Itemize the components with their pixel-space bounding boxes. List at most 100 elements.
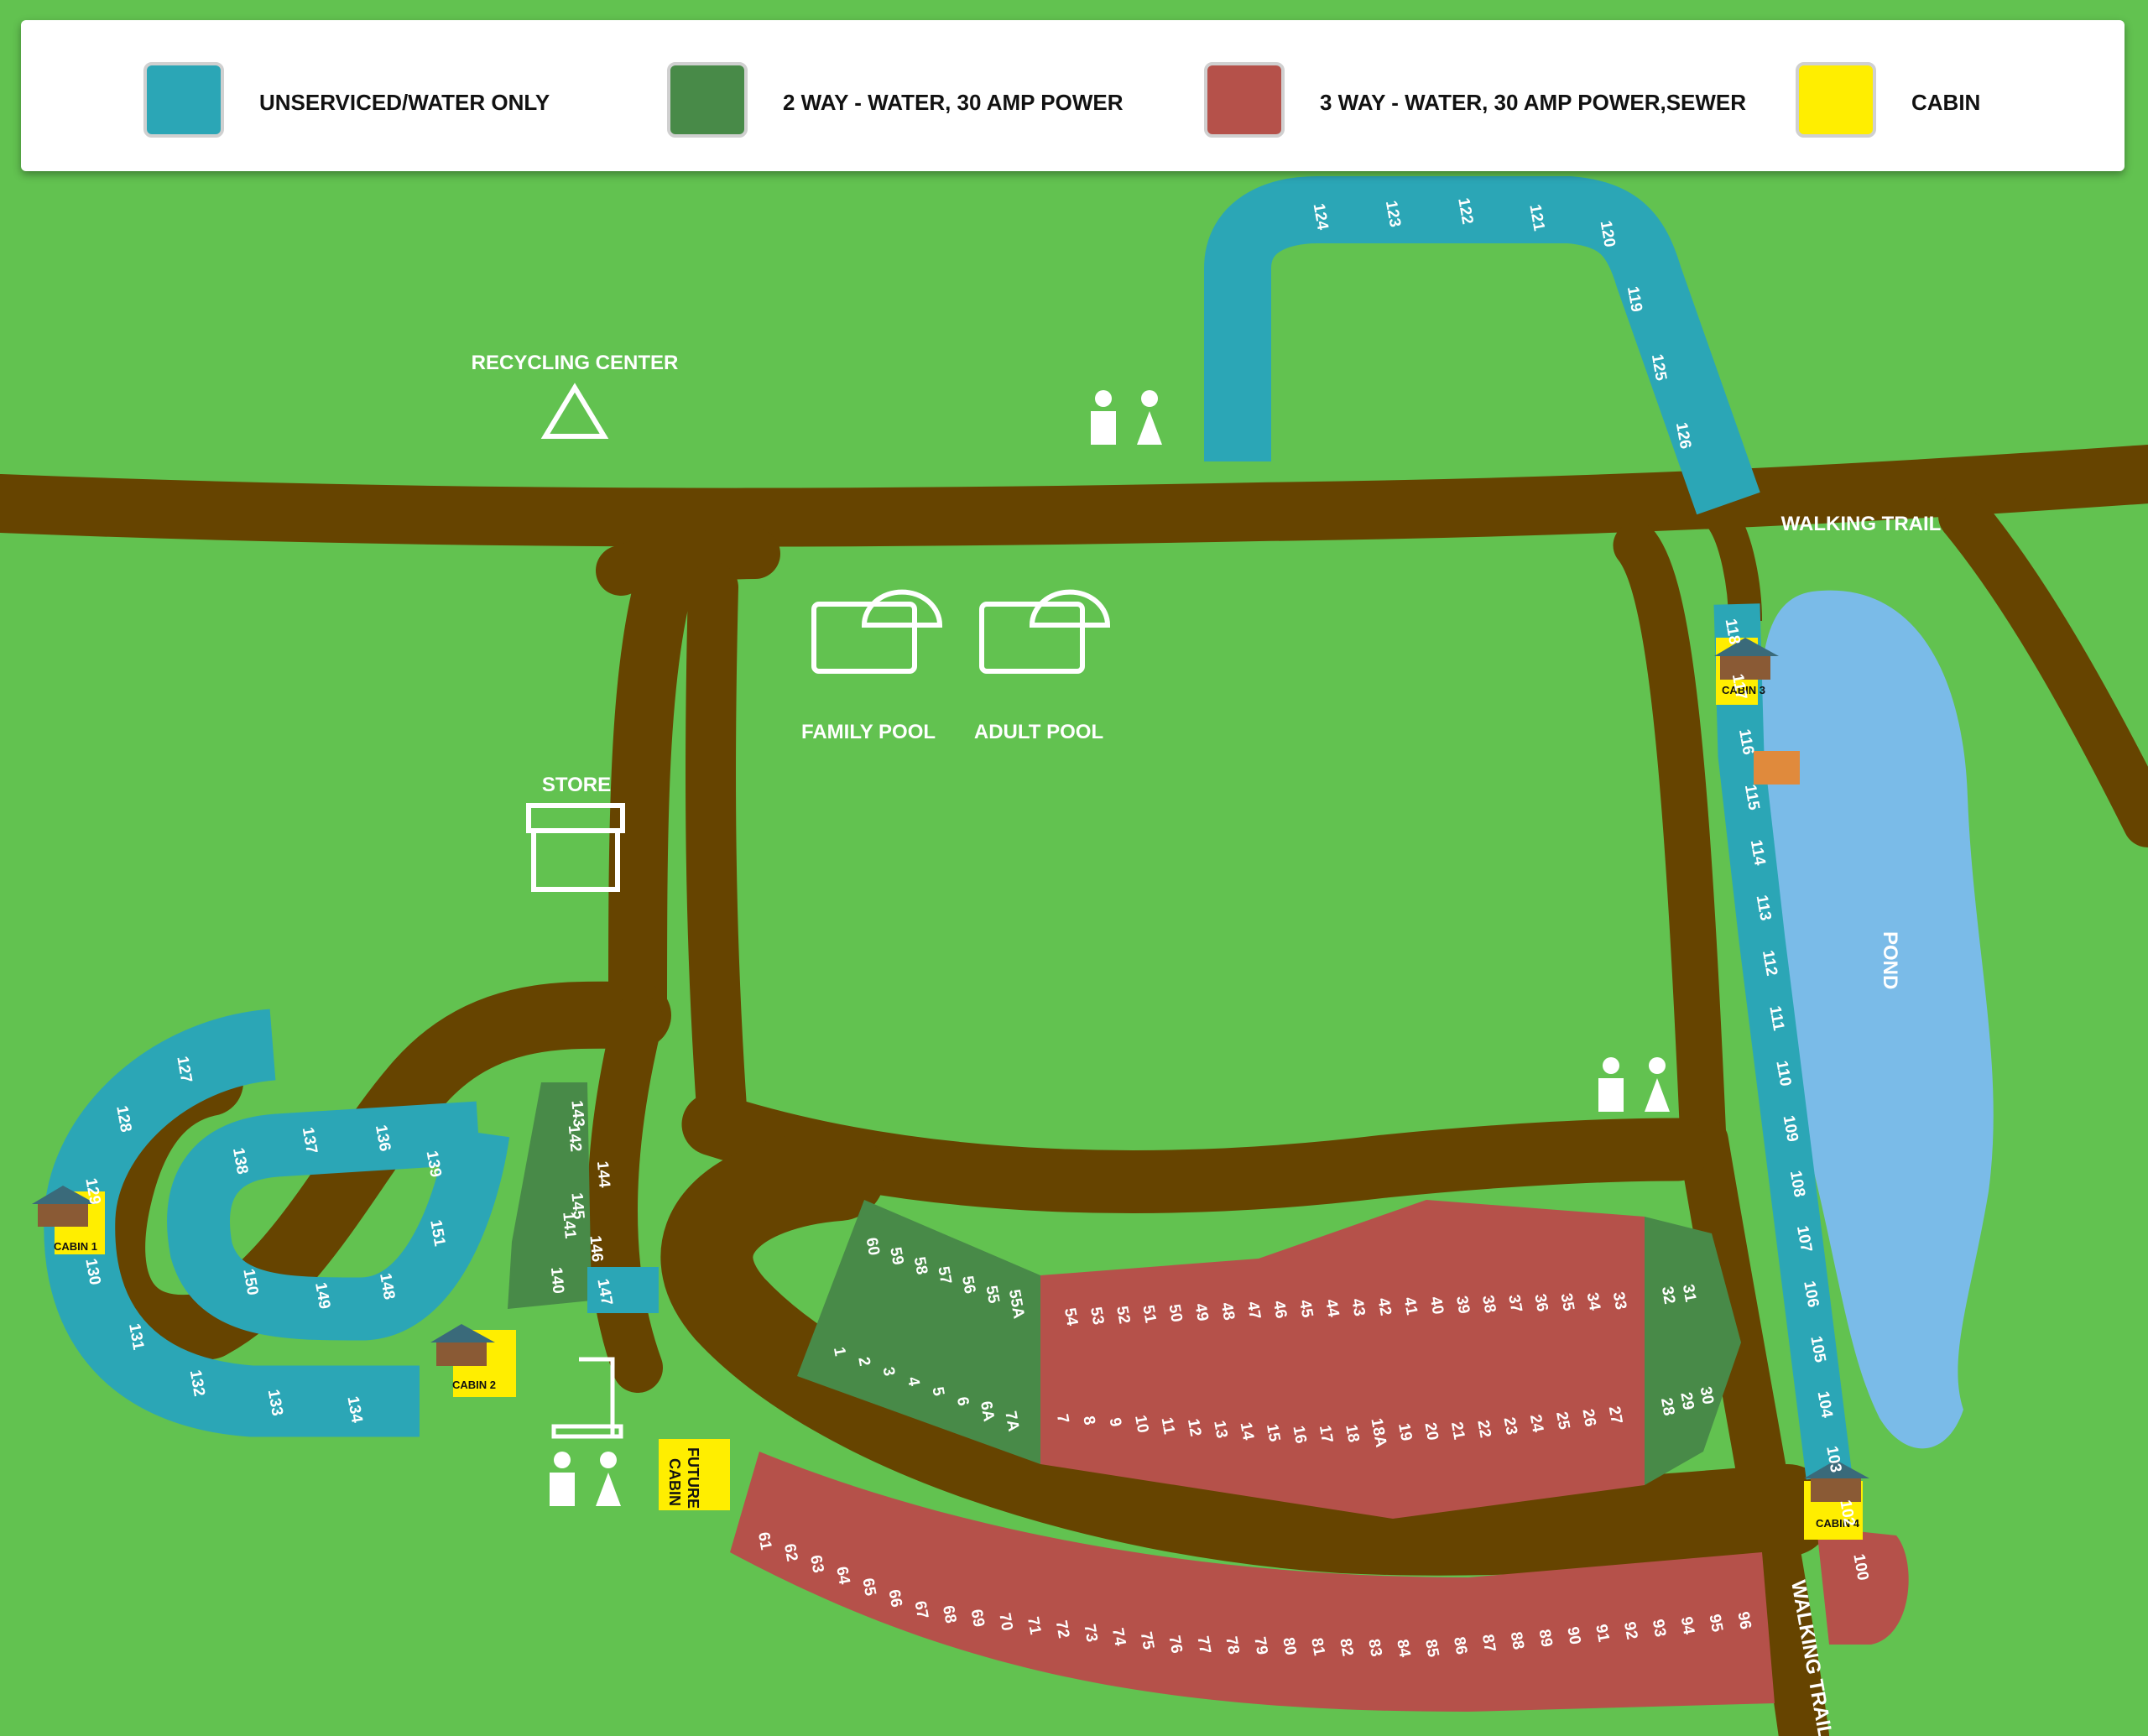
cabin-label: CABIN 4	[1816, 1517, 1860, 1530]
site-number: 89	[1535, 1628, 1556, 1648]
restroom-icon	[1598, 1057, 1670, 1112]
legend-label: CABIN	[1911, 90, 1981, 115]
dock	[1754, 751, 1800, 785]
site-number: 59	[886, 1246, 906, 1266]
store-icon	[526, 803, 625, 892]
site-number: 71	[1024, 1615, 1044, 1636]
site-number: 112	[1759, 949, 1780, 977]
site-number: 8	[1079, 1415, 1098, 1426]
legend-label: 3 WAY - WATER, 30 AMP POWER,SEWER	[1320, 90, 1747, 115]
three-way-center-block	[1040, 1200, 1645, 1519]
site-number: 77	[1193, 1634, 1213, 1655]
site-number: 93	[1649, 1618, 1669, 1638]
site-number: 53	[1087, 1306, 1107, 1326]
adult-pool-icon	[979, 589, 1111, 674]
site-number: 29	[1676, 1391, 1697, 1411]
site-number: 146	[586, 1235, 606, 1263]
site-number: 6A	[977, 1400, 998, 1423]
site-number: 39	[1452, 1295, 1473, 1315]
legend-swatch	[143, 62, 224, 138]
two-way-loop-block	[508, 1082, 592, 1309]
site-number: 26	[1578, 1408, 1598, 1428]
cabin-icons	[32, 638, 1869, 1502]
site-number: 144	[593, 1160, 613, 1189]
site-number: 95	[1706, 1613, 1726, 1634]
site-number: 83	[1364, 1638, 1384, 1658]
site-number: 18	[1342, 1423, 1362, 1443]
family-pool-label: FAMILY POOL	[801, 721, 936, 743]
site-number: 58	[910, 1255, 931, 1275]
site-number: 36	[1530, 1292, 1551, 1312]
legend-label: UNSERVICED/WATER ONLY	[259, 90, 550, 115]
site-number: 86	[1450, 1635, 1470, 1655]
site-number: 11	[1158, 1416, 1178, 1436]
site-number: 30	[1697, 1385, 1717, 1405]
site-number: 4	[904, 1375, 923, 1387]
site-number: 14	[1237, 1421, 1257, 1441]
site-number: 40	[1426, 1295, 1447, 1316]
site-number: 37	[1504, 1293, 1525, 1313]
site-number: 6	[953, 1395, 972, 1407]
site-number: 54	[1061, 1306, 1081, 1327]
site-number: 60	[863, 1236, 883, 1256]
site-number: 2	[854, 1356, 873, 1368]
site-number: 142	[565, 1124, 585, 1152]
cabin-icon	[1804, 1460, 1869, 1502]
site-number: 38	[1478, 1294, 1499, 1314]
pond	[1760, 590, 1994, 1449]
two-way-center-block	[797, 1200, 1040, 1464]
site-number: 61	[754, 1530, 774, 1551]
site-number: 31	[1679, 1283, 1699, 1304]
site-number: 16	[1289, 1425, 1309, 1445]
site-number: 56	[958, 1275, 978, 1295]
site-number: 76	[1165, 1634, 1185, 1655]
site-number: 84	[1393, 1638, 1413, 1659]
site-number: 23	[1500, 1415, 1520, 1436]
site-number: 67	[911, 1599, 931, 1619]
site-number: 5	[928, 1385, 947, 1397]
site-number: 55	[982, 1285, 1002, 1306]
site-number: 75	[1137, 1630, 1157, 1651]
site-number: 20	[1421, 1421, 1442, 1441]
site-number: 70	[995, 1612, 1015, 1632]
site-number: 145	[567, 1192, 587, 1221]
site-number: 15	[1263, 1422, 1283, 1443]
cabin-label: CABIN 1	[54, 1240, 97, 1253]
site-number: 143	[567, 1100, 587, 1128]
site-number: 46	[1270, 1300, 1290, 1320]
site-number: 88	[1507, 1630, 1527, 1650]
site-number: 141	[559, 1212, 579, 1240]
store-label: STORE	[542, 774, 611, 796]
legend-swatch	[667, 62, 748, 138]
walking-trail-top-label: WALKING TRAIL	[1781, 513, 1942, 535]
site-number: 43	[1348, 1297, 1368, 1317]
site-number: 1	[830, 1346, 849, 1358]
site-number: 140	[547, 1266, 567, 1294]
site-number: 72	[1052, 1619, 1072, 1640]
site-number: 52	[1113, 1305, 1133, 1325]
site-number: 92	[1620, 1620, 1640, 1640]
site-number: 85	[1421, 1638, 1442, 1659]
site-number: 28	[1657, 1396, 1677, 1416]
site-number: 96	[1734, 1610, 1754, 1630]
site-number: 79	[1250, 1635, 1270, 1655]
legend-label: 2 WAY - WATER, 30 AMP POWER	[783, 90, 1124, 115]
site-number: 82	[1336, 1637, 1356, 1657]
site-number: 48	[1217, 1301, 1238, 1322]
site-147-block	[587, 1267, 659, 1313]
site-number: 34	[1583, 1291, 1603, 1312]
site-number: 118	[1722, 618, 1744, 646]
site-number: 10	[1131, 1414, 1151, 1434]
family-pool-icon	[811, 589, 943, 674]
site-number: 117	[1728, 673, 1750, 701]
site-number: 90	[1563, 1625, 1583, 1645]
recycling-icon	[540, 383, 609, 439]
site-number: 116	[1735, 727, 1757, 756]
site-number: 47	[1243, 1301, 1264, 1321]
future-cabin-label-2: CABIN	[666, 1458, 683, 1506]
site-number: 22	[1473, 1419, 1494, 1439]
site-number: 69	[967, 1608, 988, 1628]
site-number: 63	[806, 1554, 826, 1574]
site-number: 74	[1108, 1627, 1129, 1648]
